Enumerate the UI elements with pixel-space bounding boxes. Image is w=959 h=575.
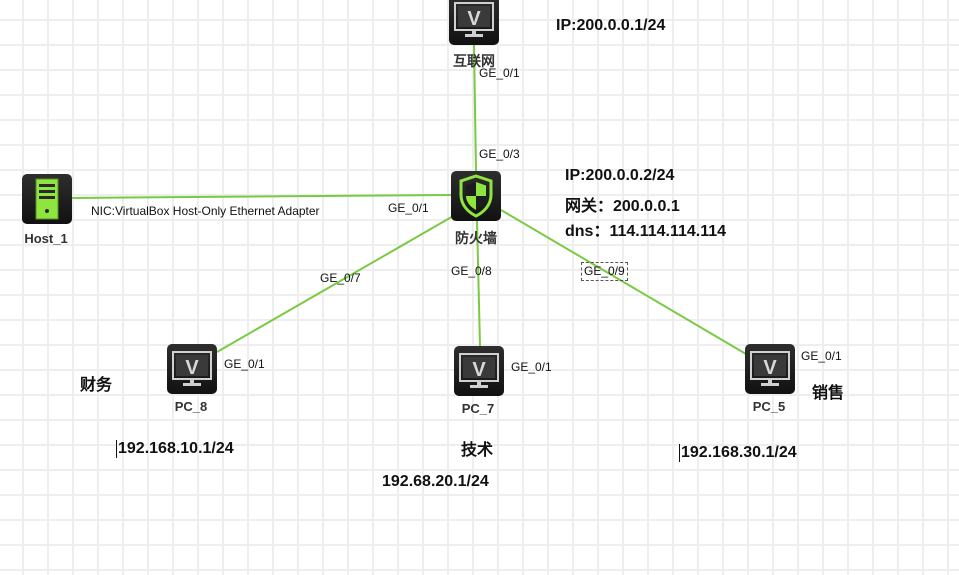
note-dept-tech[interactable]: 技术	[461, 442, 494, 459]
device-host1[interactable]	[22, 174, 72, 224]
link-firewall-pc7[interactable]	[476, 220, 481, 347]
note-dept-finance[interactable]: 财务	[80, 377, 113, 394]
device-internet[interactable]: V	[449, 0, 499, 45]
note-pc8-ip[interactable]: 192.168.10.1/24	[116, 440, 234, 458]
port-label-firewall-ge07: GE_0/7	[320, 271, 361, 285]
device-label-host1: Host_1	[24, 231, 68, 246]
port-label-pc8-ge01: GE_0/1	[224, 357, 265, 371]
port-label-host1-nic: NIC:VirtualBox Host-Only Ethernet Adapte…	[91, 204, 320, 218]
device-label-firewall: 防火墙	[455, 230, 497, 246]
svg-text:V: V	[763, 357, 777, 379]
device-label-pc5: PC_5	[752, 399, 786, 414]
pc-monitor-icon: V	[459, 353, 499, 388]
pc-monitor-icon: V	[454, 2, 494, 37]
svg-text:V: V	[467, 8, 481, 30]
device-firewall[interactable]	[451, 171, 501, 221]
pc-monitor-icon: V	[750, 351, 790, 386]
port-label-firewall-ge08: GE_0/8	[451, 264, 492, 278]
link-firewall-pc8[interactable]	[216, 214, 456, 353]
link-host1-firewall[interactable]	[69, 194, 452, 199]
host-server-icon	[35, 178, 59, 220]
port-label-pc7-ge01: GE_0/1	[511, 360, 552, 374]
firewall-shield-icon	[459, 174, 493, 218]
link-firewall-pc5[interactable]	[500, 209, 747, 355]
port-label-firewall-ge01: GE_0/1	[388, 201, 429, 215]
device-pc5[interactable]: V	[745, 344, 795, 394]
svg-text:V: V	[472, 359, 486, 381]
port-label-pc5-ge01: GE_0/1	[801, 349, 842, 363]
note-pc7-ip[interactable]: 192.68.20.1/24	[382, 473, 489, 490]
note-firewall-ip[interactable]: IP:200.0.0.2/24	[565, 167, 675, 184]
pc-monitor-icon: V	[172, 351, 212, 386]
note-firewall-gateway[interactable]: 网关：200.0.0.1	[565, 198, 680, 215]
note-dept-sales[interactable]: 销售	[812, 385, 845, 402]
device-label-pc7: PC_7	[461, 401, 495, 416]
device-label-internet: 互联网	[453, 53, 495, 69]
port-label-internet-ge01: GE_0/1	[479, 66, 520, 80]
note-pc5-ip[interactable]: 192.168.30.1/24	[679, 444, 797, 462]
svg-text:V: V	[185, 357, 199, 379]
port-label-firewall-ge03: GE_0/3	[479, 147, 520, 161]
device-pc7[interactable]: V	[454, 346, 504, 396]
link-internet-firewall[interactable]	[473, 44, 477, 172]
note-firewall-dns[interactable]: dns：114.114.114.114	[565, 223, 727, 240]
device-label-pc8: PC_8	[174, 399, 208, 414]
note-internet-ip[interactable]: IP:200.0.0.1/24	[556, 17, 666, 34]
port-label-firewall-ge09[interactable]: GE_0/9	[581, 262, 628, 281]
device-pc8[interactable]: V	[167, 344, 217, 394]
